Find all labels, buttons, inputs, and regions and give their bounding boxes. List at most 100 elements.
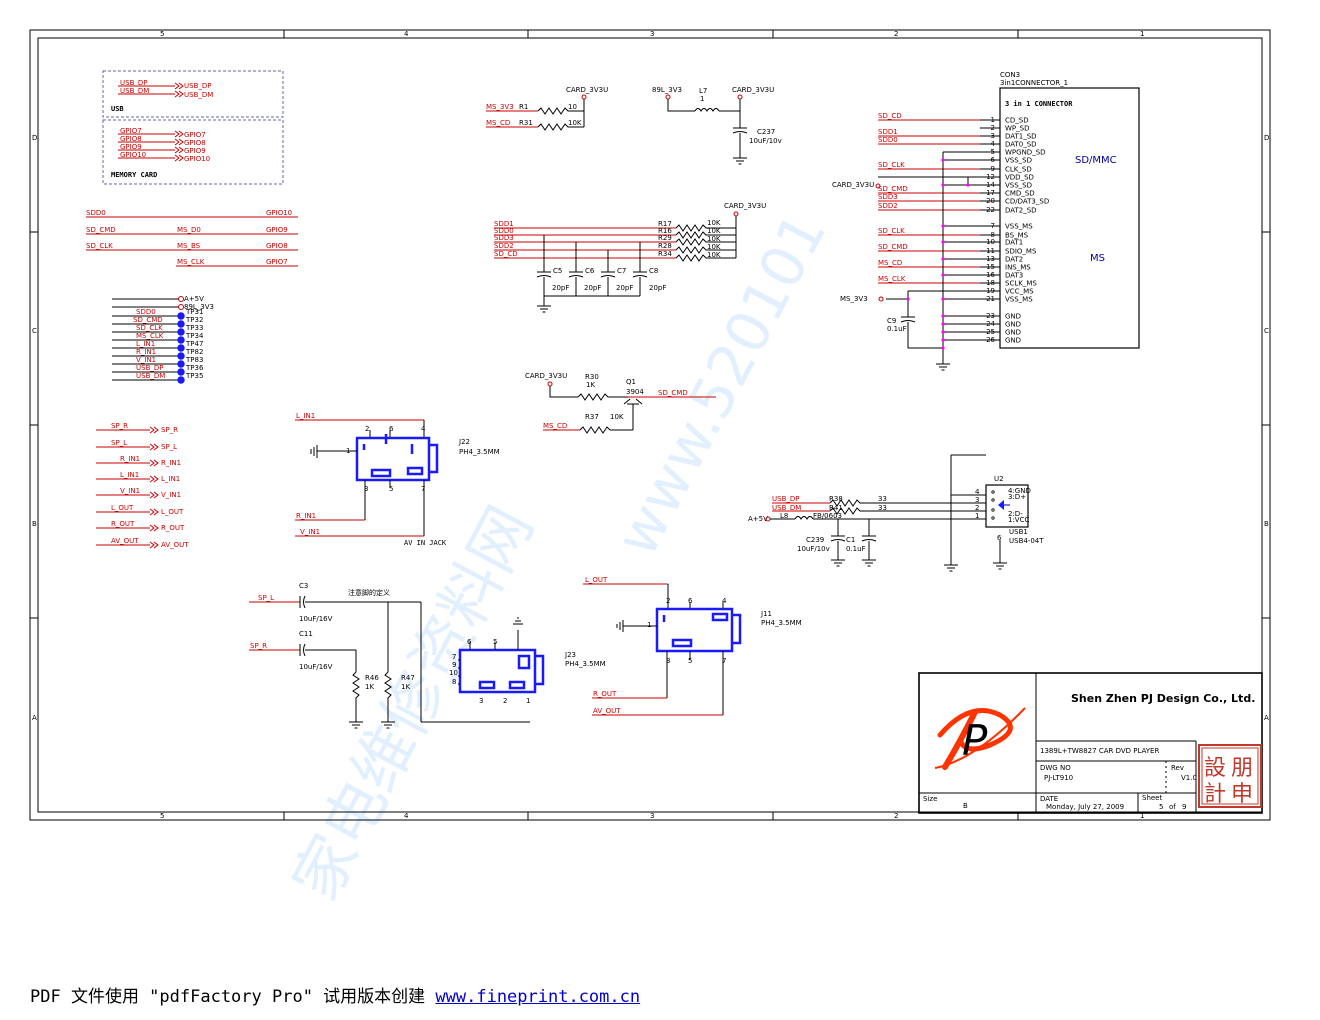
frame-col-4b: 4: [404, 812, 409, 820]
dwg-label: DWG NO: [1040, 764, 1071, 772]
con3-pin-name: VSS_SD: [1005, 182, 1032, 190]
port-out-l-in1: L_IN1: [161, 475, 180, 483]
usb1-pin-2: 2: [975, 504, 979, 512]
j23-pin-3: 3: [479, 697, 483, 705]
port-out-r-out: R_OUT: [161, 524, 185, 532]
con3-pin-name: CD/DAT3_SD: [1005, 198, 1049, 206]
con3-pin-name: CD_SD: [1005, 117, 1029, 125]
l7-ref: L7: [699, 87, 707, 95]
c3-val: 10uF/16V: [299, 615, 333, 623]
usb1-lbl-dm: 2:D-: [1008, 510, 1023, 518]
con3-pin-name: WP_SD: [1005, 125, 1029, 133]
footer-link[interactable]: www.fineprint.com.cn: [435, 987, 641, 1007]
av-in-jack-caption: AV IN JACK: [404, 539, 447, 547]
con3-pin-name: CMD_SD: [1005, 190, 1035, 198]
usb1-lbl-dp: 3:D+: [1008, 493, 1026, 501]
con3-net-7: SD_CLK: [878, 227, 905, 235]
usb1-r41v: 33: [878, 504, 887, 512]
sheet-of: of: [1169, 803, 1176, 811]
sdbus-card: CARD_3V3U: [724, 202, 766, 210]
q1-in: MS_CD: [543, 422, 567, 430]
sdbus-capv-0: 20pF: [552, 284, 569, 292]
port-in-l-out: L_OUT: [111, 504, 134, 512]
con3-pin-name: GND: [1005, 329, 1021, 337]
frame-col-3: 3: [650, 30, 654, 38]
con3-net-9: MS_CD: [878, 259, 902, 267]
usb-net-dp: USB_DP: [120, 79, 147, 87]
j23-pin-1: 1: [526, 697, 530, 705]
port-out-r-in1: R_IN1: [161, 459, 181, 467]
usb-net-dm: USB_DM: [120, 87, 149, 95]
frame-row-a: A: [32, 714, 37, 722]
map-mid-3: MS_CLK: [177, 258, 205, 266]
con3-net-1: SDD1: [878, 128, 898, 136]
sheet-num: 5: [1159, 803, 1163, 811]
j22-pin-3: 3: [364, 485, 368, 493]
tp-net-6: V_IN1: [136, 356, 156, 364]
l7-out: CARD_3V3U: [732, 86, 774, 94]
con3-pin-name: SCLK_MS: [1005, 280, 1037, 288]
j11-pin-6: 6: [688, 597, 693, 605]
port-out-v-in1: V_IN1: [161, 491, 181, 499]
pullup-r1-r31: CARD_3V3U MS_3V3 R1 10 MS_CD R31 10K: [486, 86, 608, 131]
con3-ms3v3: MS_3V3: [840, 295, 868, 303]
frame-col-3b: 3: [650, 812, 654, 820]
con3-pin-name: GND: [1005, 313, 1021, 321]
tp-power-0: A+5V: [184, 295, 204, 303]
con3-sec-ms: MS: [1090, 253, 1105, 264]
c239-val: 10uF/10v: [797, 545, 830, 553]
mem-net-gpio7: GPIO7: [120, 127, 142, 135]
pullup-net-ms3v3: MS_3V3: [486, 103, 514, 111]
frame-col-5: 5: [160, 30, 164, 38]
usb1-u2: U2: [994, 475, 1004, 483]
c239-ref: C239: [806, 536, 824, 544]
sdbus-val-1: 10K: [707, 227, 721, 235]
j22-pin-5: 5: [389, 485, 393, 493]
seal-char-1: 朋: [1231, 756, 1253, 781]
con3-net-6: SDD2: [878, 202, 898, 210]
tp-id-5: TP82: [185, 348, 203, 356]
usb1-pin-3: 3: [975, 496, 979, 504]
con3-pin-name: GND: [1005, 321, 1021, 329]
sp-l: SP_L: [258, 594, 274, 602]
port-out-sp-l: SP_L: [161, 443, 177, 451]
con3-pin-name: DAT1: [1005, 239, 1023, 247]
j23-pin-8: 8: [452, 678, 456, 686]
c11-ref: C11: [299, 630, 313, 638]
usb1-pwr: A+5V: [748, 515, 768, 523]
map-right-0: GPIO10: [266, 209, 292, 217]
mem-net-gpio9: GPIO9: [120, 143, 142, 151]
j22-l-in: L_IN1: [296, 412, 315, 420]
con3-title: 3 in 1 CONNECTOR: [1005, 100, 1073, 108]
map-right-3: GPIO7: [266, 258, 288, 266]
r46-ref: R46: [365, 674, 379, 682]
watermark: www.520101 家电维修资料网: [279, 202, 839, 912]
con3-pin-name: DAT1_SD: [1005, 133, 1037, 141]
mem-net-gpio10: GPIO10: [120, 151, 146, 159]
con3-card: CARD_3V3U: [832, 181, 874, 189]
c1-ref: C1: [846, 536, 855, 544]
j11-pin-3: 3: [666, 657, 670, 665]
con3-net-5: SDD3: [878, 193, 898, 201]
sdbus-net-2: SDD3: [494, 234, 514, 242]
j23-ref: J23: [564, 651, 576, 659]
pullup-r1-val: 10: [568, 103, 577, 111]
usb1-lbl-gnd: 4:GND: [1008, 487, 1031, 495]
tp-id-2: TP33: [185, 324, 203, 332]
sdbus-val-3: 10K: [707, 243, 721, 251]
port-in-v-in1: V_IN1: [120, 487, 140, 495]
frame-col-4: 4: [404, 30, 409, 38]
c11-val: 10uF/16V: [299, 663, 333, 671]
j23-type: PH4_3.5MM: [565, 660, 606, 668]
sdbus-res-0: R17: [658, 220, 672, 228]
q1-circuit: CARD_3V3U R30 1K Q1 3904 SD_CMD MS_CD R3…: [525, 372, 716, 434]
j22-v-in: V_IN1: [300, 528, 320, 536]
net-mapping: SDD0 GPIO10 SD_CMD MS_D0 GPIO9 SD_CLK MS…: [86, 209, 298, 267]
port-out-sp-r: SP_R: [161, 426, 178, 434]
map-left-1: SD_CMD: [86, 226, 116, 234]
j22-pin-2: 2: [365, 425, 369, 433]
con3-pin-name: DAT2_SD: [1005, 207, 1037, 215]
av-in-jack-j22: L_IN1 R_IN1 V_IN1 2 6 4 1 3 5 7 J22 PH4_…: [295, 412, 500, 547]
con3-pin-name: WPGND_SD: [1005, 149, 1046, 157]
c1-val: 0.1uF: [846, 545, 866, 553]
